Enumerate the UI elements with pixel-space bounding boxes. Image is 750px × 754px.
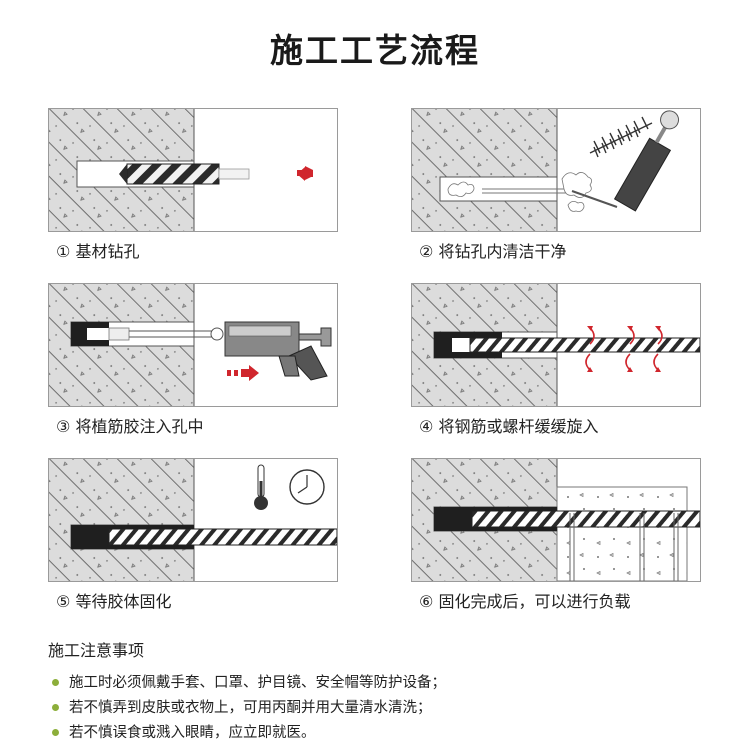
step-4-caption: ④ 将钢筋或螺杆缓缓旋入 — [419, 417, 599, 436]
note-item: 施工时必须佩戴手套、口罩、护目镜、安全帽等防护设备； — [52, 671, 446, 692]
step-6-illustration — [411, 458, 701, 582]
step-2-caption: ② 将钻孔内清洁干净 — [419, 242, 567, 261]
bullet-icon — [52, 678, 59, 686]
notes-title: 施工注意事项 — [48, 641, 145, 660]
step-2-illustration — [411, 108, 701, 232]
bullet-icon — [52, 703, 59, 711]
note-item: 若不慎弄到皮肤或衣物上，可用丙酮并用大量清水清洗； — [52, 696, 432, 717]
page-title: 施工工艺流程 — [270, 31, 480, 70]
step-1-illustration — [48, 108, 338, 232]
bullet-icon — [52, 728, 59, 736]
note-item: 若不慎误食或溅入眼睛，应立即就医。 — [52, 721, 316, 742]
step-3-caption: ③ 将植筋胶注入孔中 — [56, 417, 204, 436]
step-3-illustration — [48, 283, 338, 407]
step-5-caption: ⑤ 等待胶体固化 — [56, 592, 172, 611]
step-1-caption: ① 基材钻孔 — [56, 242, 140, 261]
step-6-caption: ⑥ 固化完成后，可以进行负载 — [419, 592, 631, 611]
step-4-illustration — [411, 283, 701, 407]
step-5-illustration — [48, 458, 338, 582]
